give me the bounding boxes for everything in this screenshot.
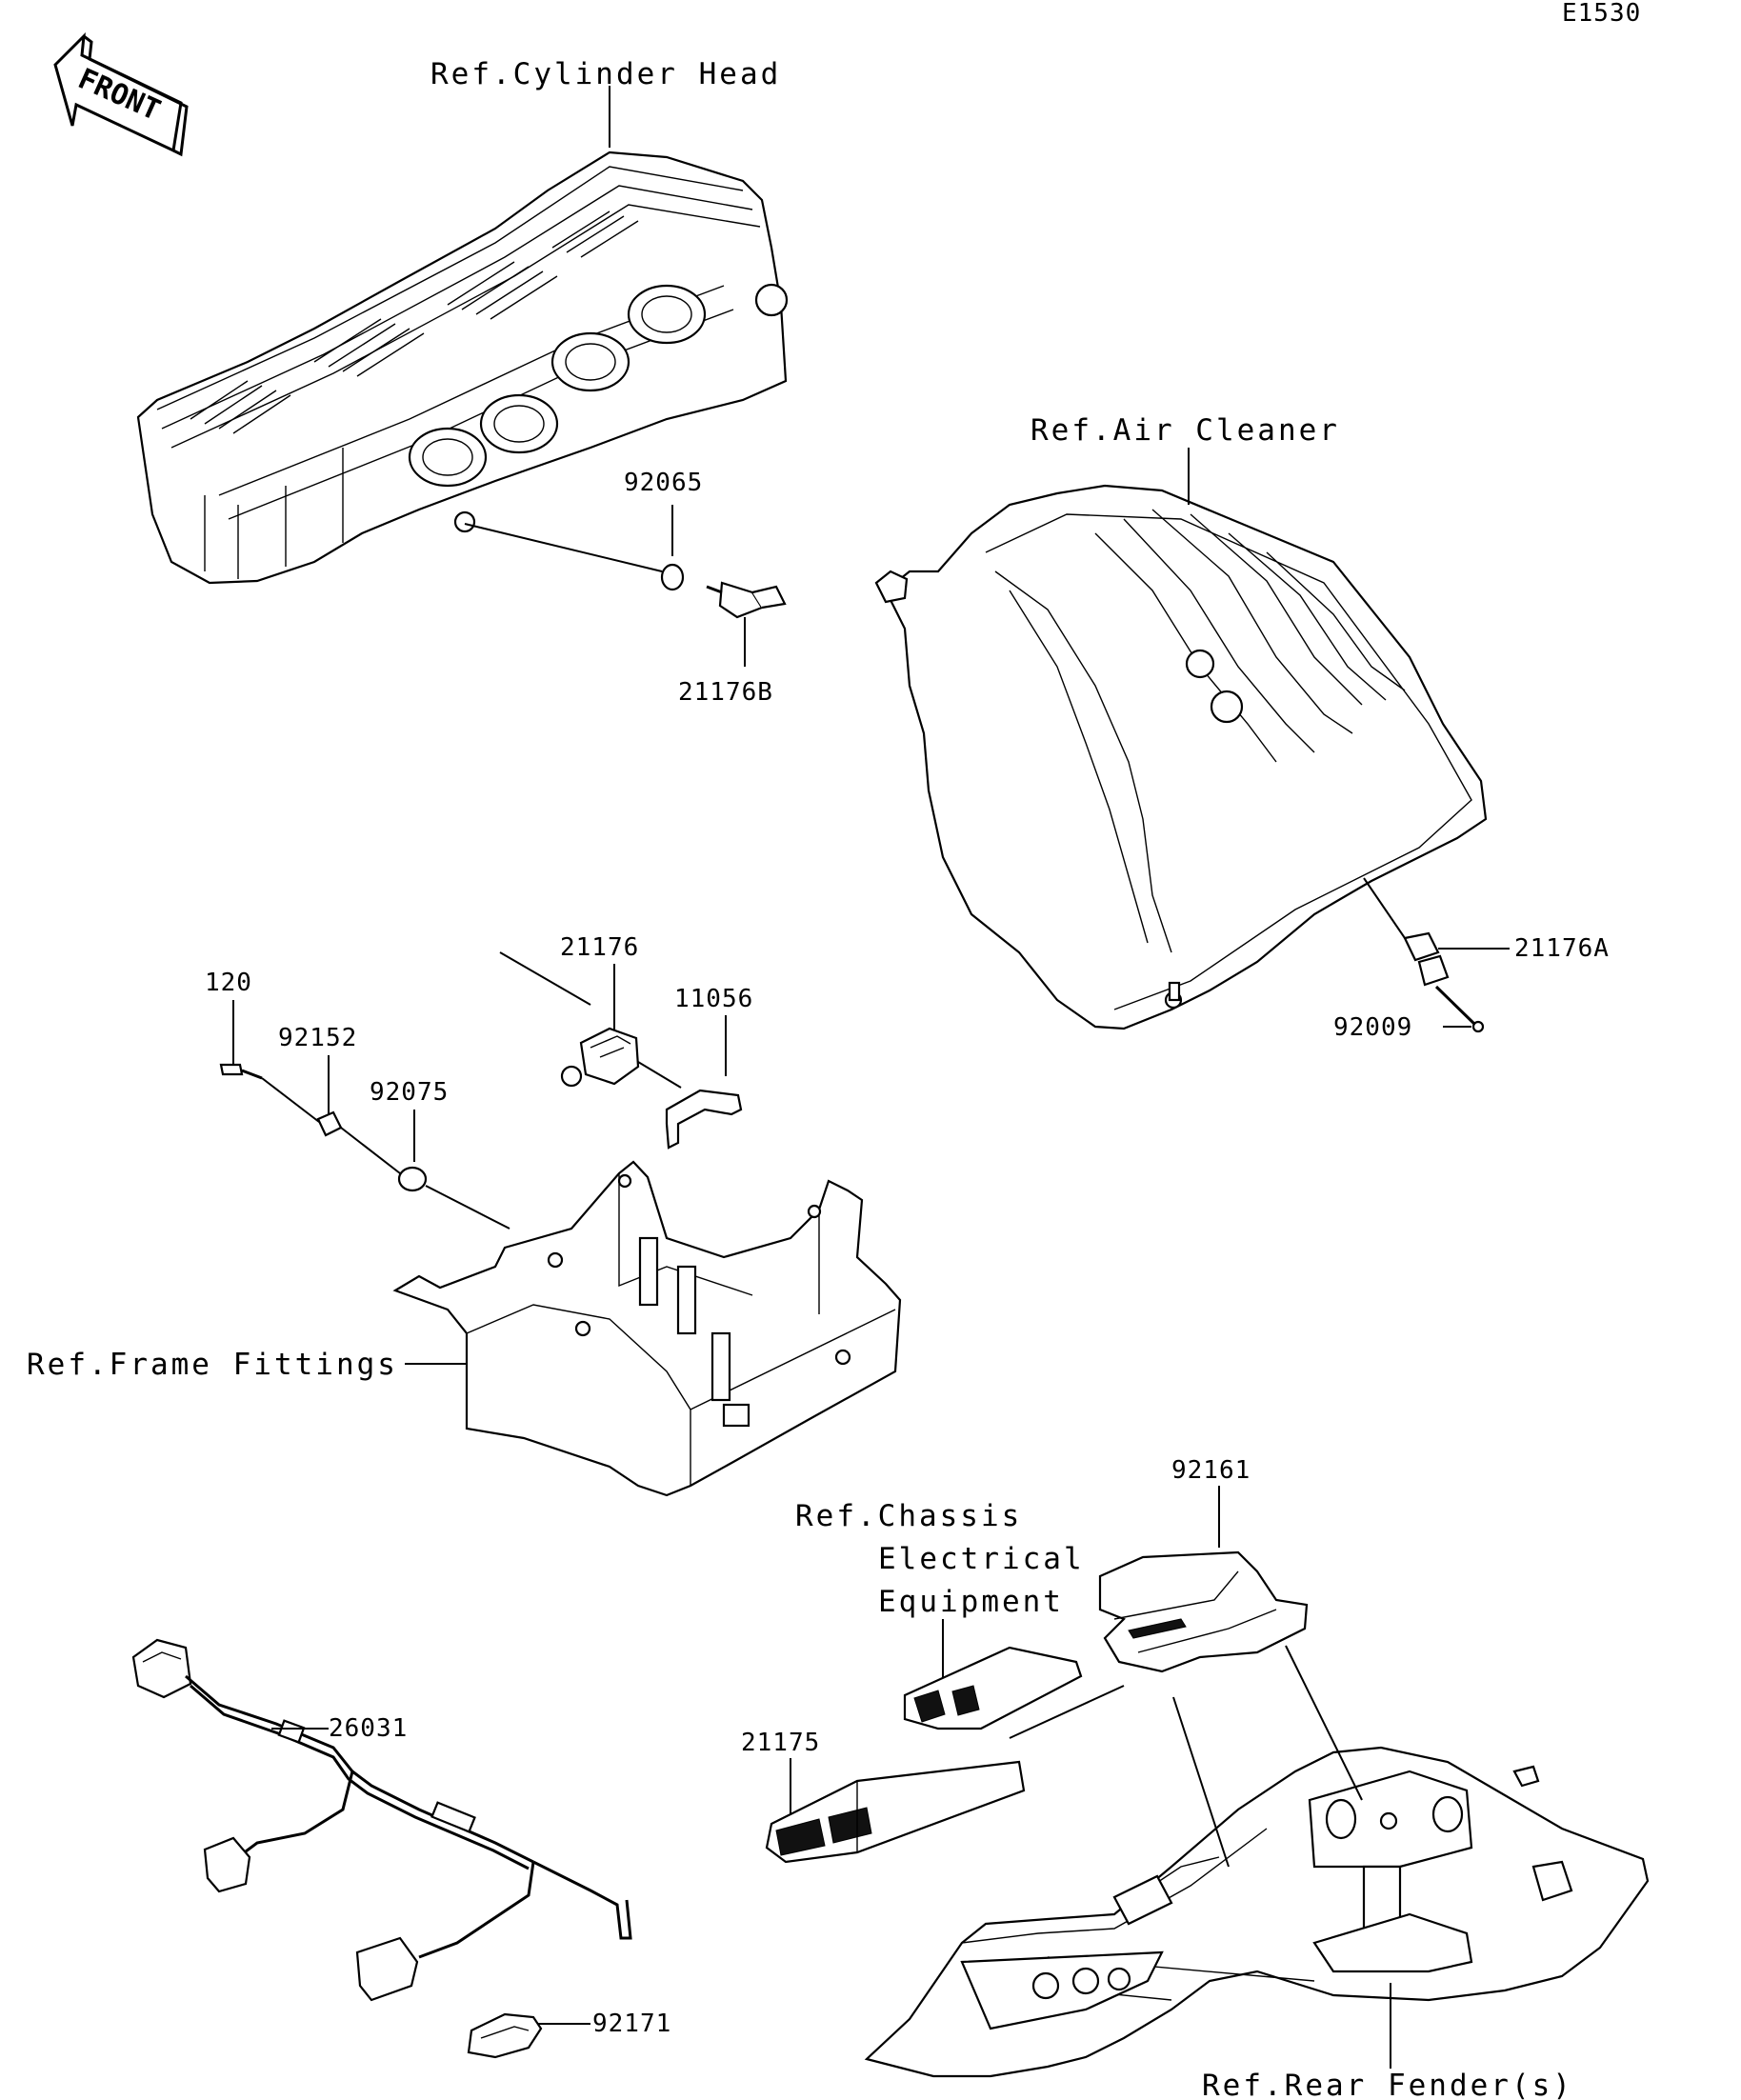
part-120: 120 — [205, 969, 252, 997]
rear-fender — [864, 1746, 1650, 2078]
washer-92065 — [660, 563, 685, 591]
ref-chassis-electrical-line1: Ref.Chassis — [795, 1499, 1022, 1533]
leader-holder-to-fender-1 — [1172, 1696, 1230, 1868]
leader-chassis-to-holder — [1009, 1685, 1125, 1739]
clamp-92171 — [467, 2012, 543, 2059]
harness-26031 — [131, 1638, 632, 2002]
ref-chassis-electrical-line2: Electrical — [878, 1542, 1085, 1576]
cylinder-head — [136, 150, 789, 585]
sensor-21176A — [1403, 931, 1450, 987]
chassis-electrical-unit — [903, 1646, 1083, 1730]
air-cleaner — [874, 484, 1488, 1030]
part-21176A: 21176A — [1514, 934, 1610, 963]
sensor-21176 — [560, 1027, 640, 1088]
ref-cylinder-head: Ref.Cylinder Head — [430, 57, 781, 91]
ecu-21175 — [765, 1760, 1026, 1864]
part-92009: 92009 — [1333, 1013, 1412, 1042]
frame-fittings — [392, 1160, 902, 1497]
front-arrow-icon: FRONT — [53, 31, 189, 157]
ref-rear-fender: Ref.Rear Fender(s) — [1202, 2069, 1573, 2100]
bolt-92009 — [1434, 985, 1476, 1026]
leader-21176-to-frame — [499, 951, 591, 1006]
part-92171: 92171 — [592, 2010, 671, 2038]
part-21176B: 21176B — [678, 678, 773, 707]
part-92065: 92065 — [624, 469, 703, 497]
part-21176: 21176 — [560, 933, 639, 962]
ref-chassis-electrical-line3: Equipment — [878, 1585, 1064, 1619]
part-92075: 92075 — [370, 1078, 449, 1107]
part-11056: 11056 — [674, 985, 753, 1013]
leader-air-to-21176A — [1363, 877, 1406, 939]
ref-frame-fittings: Ref.Frame Fittings — [27, 1348, 398, 1382]
diagram-code: E1530 — [1562, 0, 1641, 28]
sensor-21176B — [706, 581, 787, 619]
part-92161: 92161 — [1171, 1456, 1251, 1485]
leader-holder-to-fender-2 — [1285, 1645, 1363, 1801]
bolt-120 — [219, 1063, 244, 1076]
part-26031: 26031 — [329, 1714, 408, 1743]
bracket-11056 — [665, 1089, 743, 1150]
grommet-92075 — [397, 1166, 428, 1192]
collar-92152 — [316, 1110, 343, 1137]
leader-cylinder-to-washer — [464, 523, 663, 572]
ref-air-cleaner: Ref.Air Cleaner — [1031, 413, 1340, 448]
holder-92161 — [1098, 1550, 1309, 1673]
part-21175: 21175 — [741, 1729, 820, 1757]
part-92152: 92152 — [278, 1024, 357, 1052]
